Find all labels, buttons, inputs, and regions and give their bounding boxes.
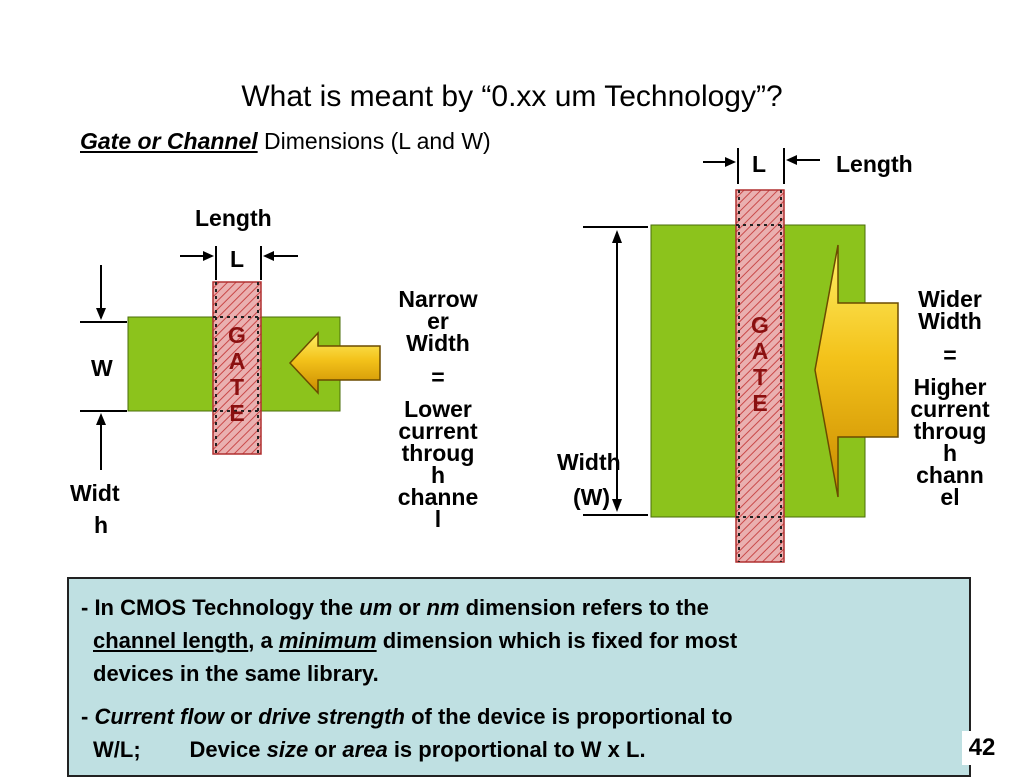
note-um: um bbox=[359, 595, 393, 620]
note-text: or bbox=[392, 595, 427, 620]
caption-line: Width bbox=[406, 330, 470, 356]
caption-line: Wider bbox=[918, 286, 982, 312]
note-text: or bbox=[224, 704, 259, 729]
left-length-label: Length bbox=[195, 205, 272, 231]
page-number: 42 bbox=[962, 731, 1002, 765]
left-caption: Narrow er Width = Lower current throug h… bbox=[378, 286, 498, 532]
note-text: of the device is proportional to bbox=[404, 704, 733, 729]
right-gate-letters: G A T E bbox=[736, 312, 784, 416]
right-l-label: L bbox=[752, 151, 767, 177]
caption-line: h bbox=[430, 462, 446, 488]
subtitle-rest: Dimensions (L and W) bbox=[257, 128, 491, 154]
notes-box: - In CMOS Technology the um or nm dimens… bbox=[67, 577, 971, 777]
caption-line: throug bbox=[401, 440, 475, 466]
caption-line: Width bbox=[918, 308, 982, 334]
right-gate-letter: A bbox=[751, 338, 769, 364]
note-text: devices in the same library. bbox=[93, 661, 379, 686]
subtitle-highlight: Gate or Channel bbox=[80, 128, 258, 154]
caption-equals: = bbox=[431, 364, 445, 390]
right-width-dimension bbox=[583, 226, 648, 516]
right-width-label: Width bbox=[557, 449, 621, 475]
left-gate-letters: G A T E bbox=[213, 322, 261, 426]
left-gate bbox=[212, 281, 262, 455]
right-gate bbox=[735, 189, 785, 563]
caption-line: Narrow bbox=[398, 286, 478, 312]
right-gate-letter: T bbox=[752, 364, 768, 390]
note-text: , a bbox=[248, 628, 279, 653]
right-caption: Wider Width = Higher current throug h ch… bbox=[894, 286, 1006, 510]
note-nm: nm bbox=[426, 595, 460, 620]
note-minimum: minimum bbox=[278, 628, 377, 653]
note-text: dimension which is fixed for most bbox=[376, 628, 738, 653]
left-gate-letter: E bbox=[229, 400, 245, 426]
note-text: - bbox=[81, 704, 95, 729]
note-channel-length-term: channel length bbox=[93, 628, 249, 653]
caption-line: el bbox=[940, 484, 960, 510]
left-width-dimension bbox=[80, 265, 127, 470]
left-length-dimension bbox=[180, 246, 298, 280]
caption-line: throug bbox=[913, 418, 987, 444]
left-width-label-2: h bbox=[94, 512, 109, 538]
right-width-paren: (W) bbox=[573, 484, 611, 510]
caption-line: chann bbox=[916, 462, 984, 488]
caption-line: Lower bbox=[404, 396, 472, 422]
caption-line: Higher bbox=[913, 374, 987, 400]
caption-equals: = bbox=[943, 342, 957, 368]
caption-line: er bbox=[427, 308, 449, 334]
note-drive-strength: drive strength bbox=[258, 704, 405, 729]
page-title: What is meant by “0.xx um Technology”? bbox=[241, 80, 783, 113]
left-l-label: L bbox=[230, 246, 245, 272]
note-size: size bbox=[266, 737, 309, 762]
caption-line: h bbox=[942, 440, 958, 466]
note-text: or bbox=[308, 737, 343, 762]
note-text: W/L; Device bbox=[93, 737, 267, 762]
note-area: area bbox=[342, 737, 388, 762]
left-gate-letter: A bbox=[228, 348, 246, 374]
left-gate-letter: T bbox=[229, 374, 245, 400]
left-gate-letter: G bbox=[228, 322, 246, 348]
caption-line: current bbox=[910, 396, 990, 422]
caption-line: channe bbox=[397, 484, 479, 510]
note-channel-length: - In CMOS Technology the um or nm dimens… bbox=[81, 591, 955, 690]
left-width-label-1: Widt bbox=[70, 480, 120, 506]
note-current-flow: - Current flow or drive strength of the … bbox=[81, 700, 955, 766]
caption-line: current bbox=[398, 418, 478, 444]
left-current-arrow bbox=[288, 331, 381, 395]
right-gate-letter: E bbox=[752, 390, 768, 416]
caption-line: l bbox=[434, 506, 442, 532]
right-current-arrow bbox=[814, 244, 899, 498]
right-gate-letter: G bbox=[751, 312, 769, 338]
note-text: - In CMOS Technology the bbox=[81, 595, 360, 620]
subtitle: Gate or Channel Dimensions (L and W) bbox=[80, 128, 491, 155]
right-length-label: Length bbox=[836, 151, 913, 177]
note-text: is proportional to W x L. bbox=[387, 737, 646, 762]
note-current-flow-term: Current flow bbox=[94, 704, 225, 729]
right-length-dimension bbox=[703, 148, 820, 184]
left-w-label: W bbox=[91, 355, 113, 381]
note-text: dimension refers to the bbox=[459, 595, 709, 620]
